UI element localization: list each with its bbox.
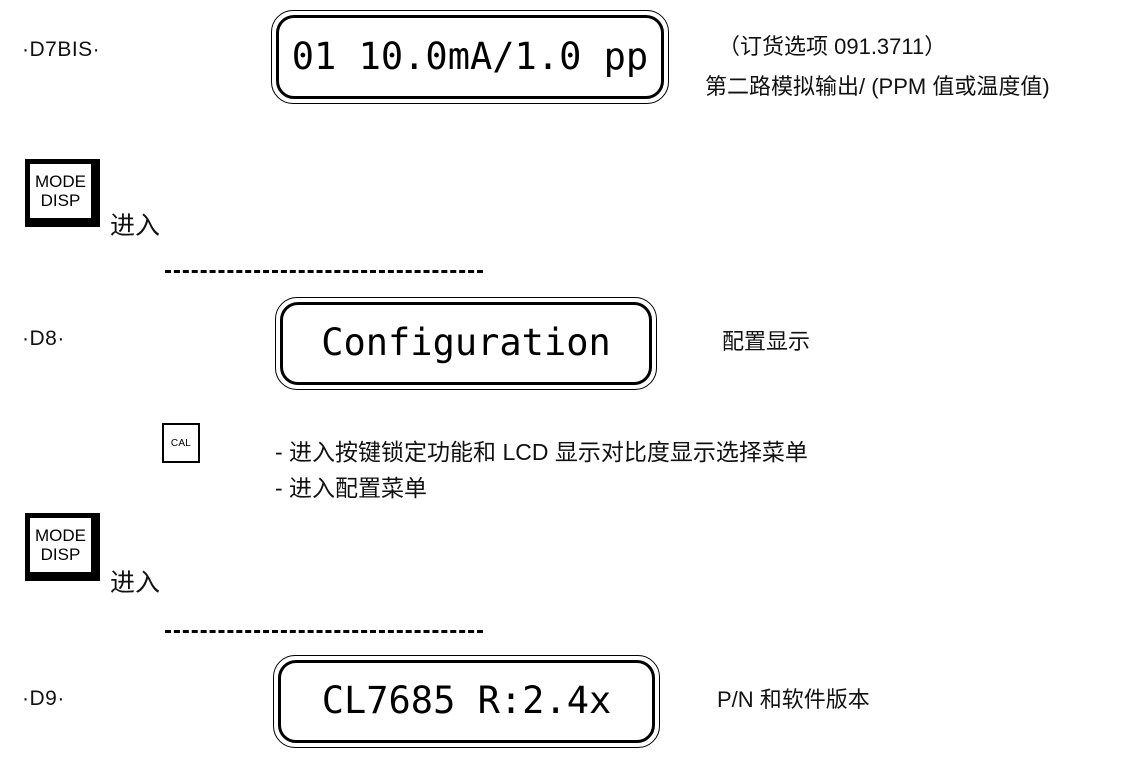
lcd-text-d8: Configuration	[321, 321, 611, 364]
key-mode-disp-2-line2: DISP	[40, 545, 81, 564]
lcd-bezel-d8: Configuration	[280, 302, 652, 385]
key-mode-disp-2[interactable]: MODE DISP	[25, 513, 100, 581]
lcd-text-d7bis: 01 10.0mA/1.0 pp	[291, 34, 649, 78]
key-mode-disp-1[interactable]: MODE DISP	[25, 159, 100, 227]
key-mode-disp-1-note: 进入	[110, 212, 161, 240]
side-note-d7bis-analog-output: 第二路模拟输出/ (PPM 值或温度值)	[705, 74, 1050, 99]
lcd-display-d9: CL7685 R:2.4x	[273, 655, 660, 748]
key-mode-disp-1-line2: DISP	[40, 191, 81, 210]
cal-action-item-2: - 进入配置菜单	[275, 475, 428, 501]
lcd-display-d8: Configuration	[275, 297, 657, 390]
dashed-separator-2	[165, 630, 483, 633]
step-label-d9: ·D9·	[22, 687, 65, 710]
step-label-d8: ·D8·	[22, 327, 65, 350]
side-note-d7bis-order-option: （订货选项 091.3711）	[718, 34, 947, 59]
side-note-d9-part-number-version: P/N 和软件版本	[717, 687, 870, 712]
lcd-display-d7bis: 01 10.0mA/1.0 pp	[271, 10, 669, 104]
key-mode-disp-1-line1: MODE	[35, 172, 86, 191]
lcd-bezel-d7bis: 01 10.0mA/1.0 pp	[276, 15, 664, 99]
lcd-bezel-d9: CL7685 R:2.4x	[278, 660, 655, 743]
key-mode-disp-2-note: 进入	[110, 569, 161, 597]
cal-action-list: - 进入按键锁定功能和 LCD 显示对比度显示选择菜单 - 进入配置菜单	[275, 434, 808, 506]
lcd-text-d9: CL7685 R:2.4x	[321, 679, 612, 722]
key-cal-label: CAL	[170, 437, 192, 449]
step-label-d7bis: ·D7BIS·	[22, 38, 101, 61]
dashed-separator-1	[165, 270, 483, 273]
key-cal[interactable]: CAL	[162, 423, 200, 463]
cal-action-item-1: - 进入按键锁定功能和 LCD 显示对比度显示选择菜单	[275, 439, 808, 465]
side-note-d8-configuration-display: 配置显示	[722, 329, 811, 354]
key-mode-disp-2-line1: MODE	[35, 526, 86, 545]
